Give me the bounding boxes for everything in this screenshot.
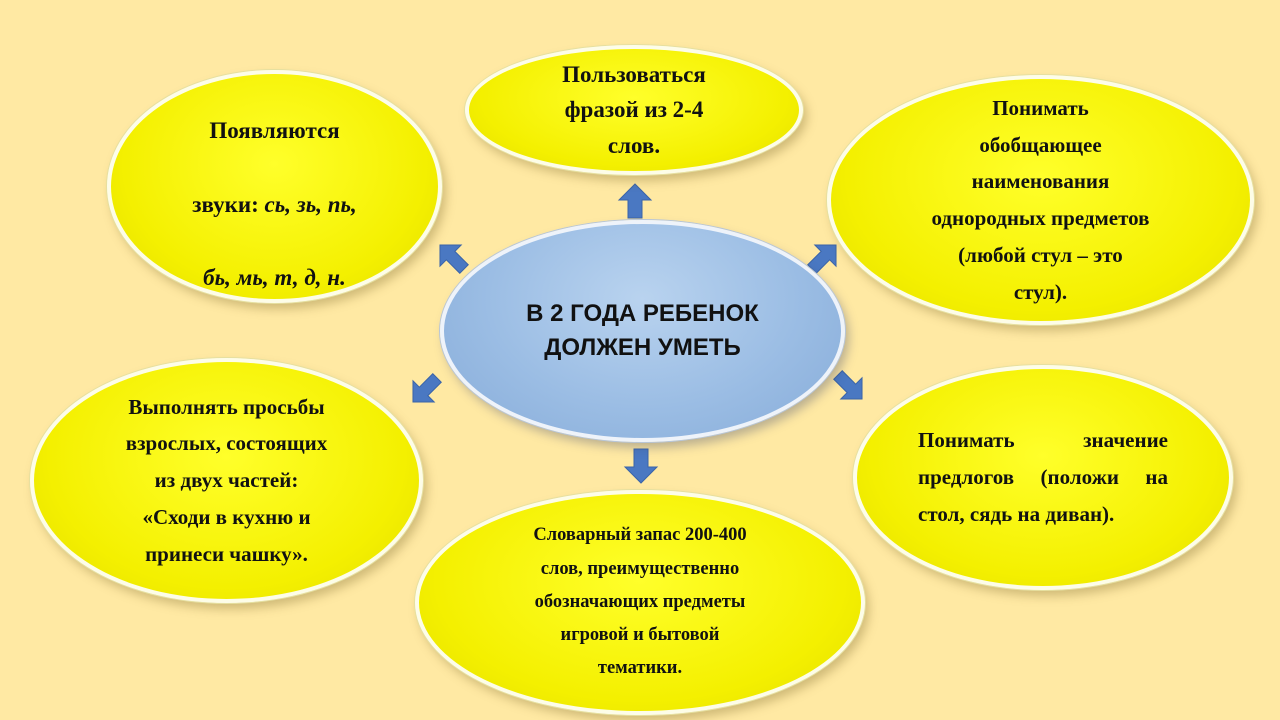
requests-ellipse: Выполнять просьбы взрослых, состоящих из… xyxy=(30,358,423,603)
arrow-upright-icon xyxy=(807,244,837,274)
sounds-text: Появляются звуки: сь, зь, пь, бь, мь, т,… xyxy=(192,76,357,297)
arrow-downleft-icon xyxy=(412,373,442,403)
arrow-downright-icon xyxy=(833,370,863,400)
requests-text: Выполнять просьбы взрослых, состоящих из… xyxy=(125,394,328,566)
arrow-up-icon xyxy=(617,183,653,219)
central-topic-title: В 2 ГОДА РЕБЕНОК ДОЛЖЕН УМЕТЬ xyxy=(526,300,759,361)
prepositions-text: Понимать значение предлогов (положи на с… xyxy=(918,428,1168,526)
generalizing-names-text: Понимать обобщающее наименования однород… xyxy=(931,95,1150,304)
phrase-ellipse: Пользоваться фразой из 2-4 слов. xyxy=(465,45,803,175)
sounds-line3-italic: бь, мь, т, д, н. xyxy=(203,265,346,291)
sounds-line2-prefix: звуки: xyxy=(192,191,265,217)
arrow-upleft-icon xyxy=(439,244,469,274)
vocabulary-ellipse: Словарный запас 200-400 слов, преимущест… xyxy=(415,490,865,715)
generalizing-names-ellipse: Понимать обобщающее наименования однород… xyxy=(827,75,1254,325)
prepositions-ellipse: Понимать значение предлогов (положи на с… xyxy=(853,365,1233,590)
central-topic-ellipse: В 2 ГОДА РЕБЕНОК ДОЛЖЕН УМЕТЬ xyxy=(440,220,845,442)
vocabulary-text: Словарный запас 200-400 слов, преимущест… xyxy=(533,525,747,679)
sounds-ellipse: Появляются звуки: сь, зь, пь, бь, мь, т,… xyxy=(107,70,442,303)
phrase-text: Пользоваться фразой из 2-4 слов. xyxy=(562,61,706,158)
sounds-line1: Появляются xyxy=(209,117,340,143)
arrow-down-icon xyxy=(623,448,659,484)
sounds-line2-italic: сь, зь, пь, xyxy=(264,191,357,217)
